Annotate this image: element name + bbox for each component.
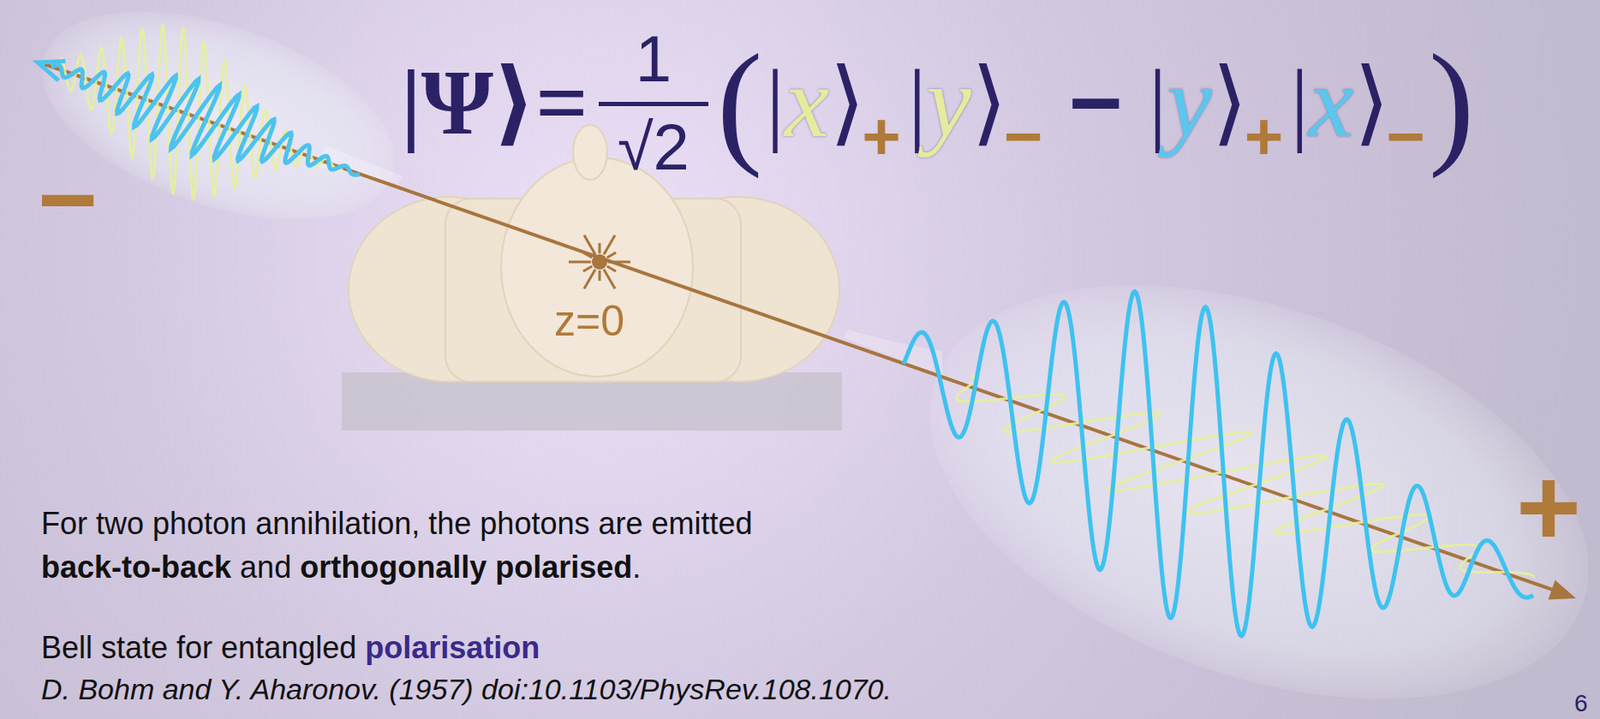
ket-letter: y [1166, 52, 1212, 154]
polarisation-wave [956, 375, 1535, 578]
star-ray [584, 269, 596, 290]
polarisation-wave [903, 292, 1534, 637]
denominator: √2 [617, 114, 690, 180]
star-ray [607, 266, 616, 272]
star-ray [583, 266, 592, 272]
bell-state-equation: |Ψ⟩= 1 √2 ( | x ⟩ + | y ⟩ − − | y ⟩ + | … [400, 17, 1475, 189]
description-text: For two photon annihilation, the photons… [41, 506, 753, 542]
star-ray [607, 252, 616, 258]
fraction-bar [598, 101, 709, 107]
ket: | x ⟩ + [765, 52, 902, 154]
wave-packet-bubble [875, 206, 1600, 719]
ket-bracket: ⟩ [829, 56, 866, 150]
numerator: 1 [635, 26, 672, 92]
star-ray [603, 235, 615, 256]
ket-bracket: ⟩ [1353, 56, 1390, 150]
star-ray [583, 252, 592, 258]
ket-letter: x [784, 52, 830, 154]
ket-bar: | [765, 56, 785, 150]
ket-letter: x [1308, 52, 1354, 154]
annihilation-point [591, 254, 608, 270]
page-number: 6 [1574, 692, 1589, 717]
ket: | y ⟩ + [1148, 52, 1284, 154]
origin-label: z=0 [554, 299, 625, 343]
subscript: − [1386, 102, 1427, 170]
ket-bar: | [1148, 56, 1168, 150]
ket-bar: | [907, 56, 927, 150]
note-text: Bell state for entangled [41, 630, 357, 666]
star-ray [598, 270, 602, 281]
subscript: + [861, 102, 902, 170]
emphasis: orthogonally polarised [299, 549, 633, 586]
operator: − [1068, 56, 1123, 150]
sign-label: − [37, 147, 98, 251]
star-ray [608, 261, 631, 264]
reference: D. Bohm and Y. Aharonov. (1957) doi:10.1… [41, 671, 892, 708]
wave-packet-bubble [15, 0, 423, 261]
parenthesis: ) [1428, 34, 1475, 172]
note: Bell state for entangled polarisation [41, 629, 540, 668]
equation-term: |Ψ⟩= [400, 56, 589, 150]
patient-body [348, 125, 840, 383]
annihilation-point [568, 235, 631, 289]
parenthesis: ( [716, 34, 763, 172]
ket: | y ⟩ − [907, 52, 1044, 154]
ket-letter: y [926, 52, 972, 154]
fraction: 1 √2 [598, 26, 709, 180]
subscript: + [1244, 102, 1284, 170]
emphasis: back-to-back [41, 549, 232, 586]
ket-bar: | [1289, 56, 1309, 150]
description: For two photon annihilation, the photons… [41, 501, 753, 590]
arrowhead [1548, 580, 1577, 601]
sign-label: + [1516, 451, 1582, 563]
star-ray [603, 269, 615, 290]
keyword: polarisation [364, 630, 540, 666]
punctuation: . [632, 549, 641, 586]
ket-bracket: ⟩ [1211, 56, 1248, 150]
description-text: and [239, 549, 292, 586]
arrowhead [37, 61, 66, 82]
ket-bracket: ⟩ [971, 56, 1008, 150]
ket: | x ⟩ − [1289, 52, 1426, 154]
star-ray [568, 261, 592, 264]
star-ray [584, 235, 596, 256]
subscript: − [1003, 102, 1044, 170]
star-ray [598, 243, 602, 254]
